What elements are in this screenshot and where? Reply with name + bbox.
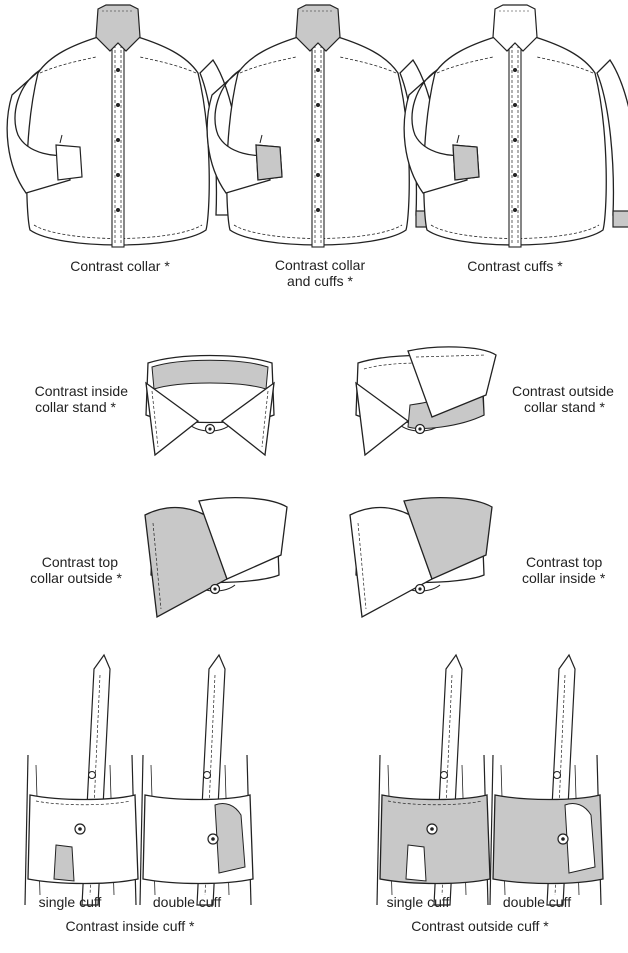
outside-stand-label-line1: Contrast outside	[512, 383, 614, 399]
single-cuff-left-label: single cuff	[38, 894, 102, 910]
double-cuff-right-label: double cuff	[502, 894, 572, 910]
contrast-outside-cuff-label: Contrast outside cuff *	[411, 918, 549, 934]
collar-contrast-inside-stand	[145, 354, 275, 457]
inside-stand-label-line2: collar stand *	[35, 399, 116, 415]
single-cuff-right-label: single cuff	[386, 894, 450, 910]
contrast-collar-cuffs-label-line1: Contrast collar	[274, 257, 366, 273]
cuff-outside-single	[376, 654, 491, 906]
cuff-outside-double	[489, 654, 604, 906]
shirt-contrast-cuffs	[403, 4, 628, 248]
top-outside-label-line2: collar outside *	[30, 570, 122, 586]
top-outside-label-line1: Contrast top	[41, 554, 118, 570]
collar-contrast-top-inside	[349, 496, 493, 619]
collar-contrast-outside-stand	[355, 346, 497, 457]
cuff-inside-double	[139, 654, 254, 906]
contrast-collar-cuffs-label-line2: and cuffs *	[287, 273, 353, 289]
outside-stand-label-line2: collar stand *	[524, 399, 605, 415]
collar-contrast-top-outside	[144, 496, 288, 619]
top-inside-label-line2: collar inside *	[522, 570, 606, 586]
contrast-cuffs-label: Contrast cuffs *	[467, 258, 563, 274]
contrast-collar-label: Contrast collar *	[70, 258, 170, 274]
double-cuff-left-label: double cuff	[152, 894, 222, 910]
top-inside-label-line1: Contrast top	[526, 554, 603, 570]
contrast-inside-cuff-label: Contrast inside cuff *	[65, 918, 195, 934]
inside-stand-label-line1: Contrast inside	[34, 383, 128, 399]
cuff-inside-single	[24, 654, 139, 906]
